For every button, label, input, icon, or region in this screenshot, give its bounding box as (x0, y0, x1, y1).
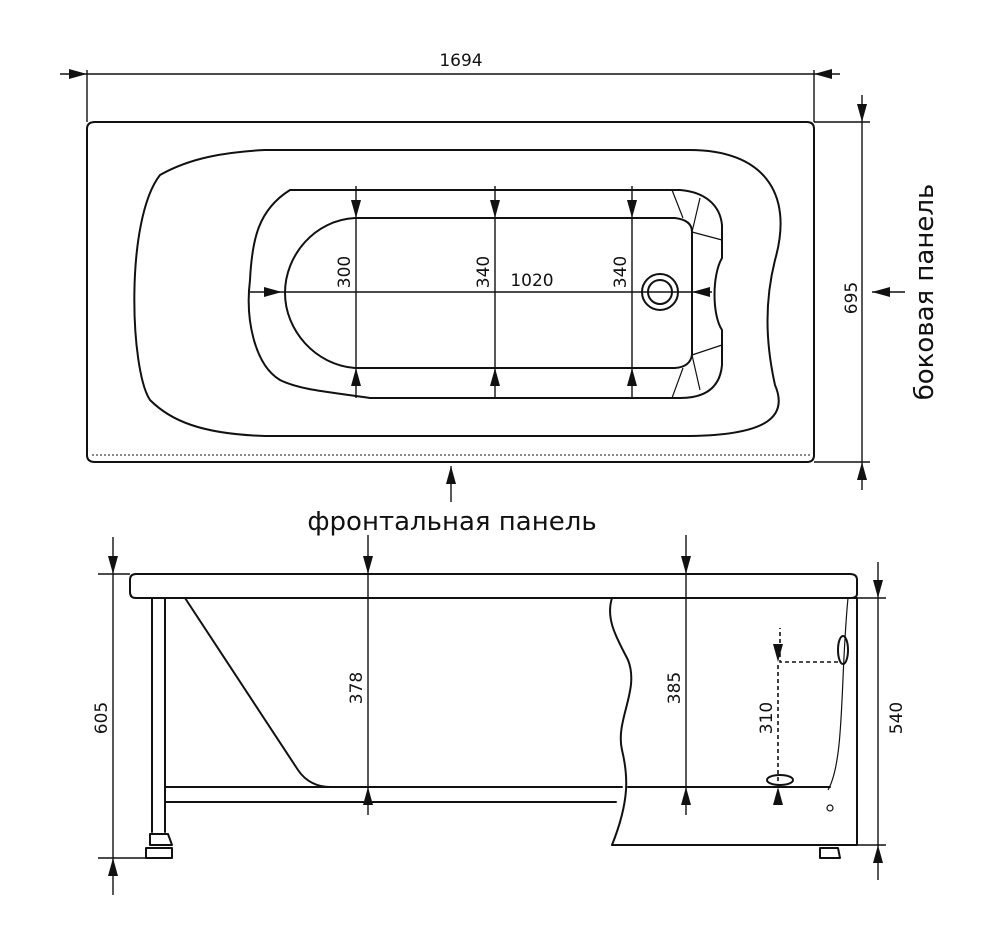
arrow-icon (108, 858, 118, 876)
arrow-icon (873, 580, 883, 598)
dim-depth-back: 378 (347, 672, 367, 704)
arrow-icon (873, 845, 883, 863)
drain-corner-facet-bottom (671, 344, 723, 399)
overflow-pipe (779, 628, 838, 663)
arrow-icon (857, 462, 867, 480)
dim-height-to-panel: 540 (887, 702, 907, 734)
arrow-icon (692, 287, 710, 297)
dim-overflow-height: 310 (757, 702, 777, 734)
arrow-icon (69, 69, 87, 79)
arrow-icon (857, 104, 867, 122)
tub-bottom-pad (284, 217, 693, 369)
overflow-fitting (837, 635, 849, 665)
tub-bowl-outline (133, 149, 782, 437)
dim-depth-front: 385 (665, 672, 685, 704)
arrow-icon (681, 556, 691, 574)
tub-bottom-outline (247, 189, 723, 399)
dim-overall-width: 695 (842, 282, 862, 314)
arrow-icon (351, 200, 361, 218)
arrow-icon (627, 200, 637, 218)
side-end-curve (827, 597, 849, 791)
drain-hole (826, 804, 834, 812)
side-body-right (611, 597, 858, 846)
arrow-icon (872, 287, 890, 297)
arrow-icon (814, 69, 832, 79)
arrow-icon (446, 466, 456, 484)
frame-foot-right (819, 847, 841, 859)
dim-width-back: 300 (335, 256, 355, 288)
dim-bottom-length: 1020 (510, 271, 553, 291)
dim-overall-length: 1694 (439, 51, 482, 71)
top-view: 1694 695 боковая панель 1020 300 340 340 (60, 51, 940, 537)
front-panel-label: фронтальная панель (307, 507, 596, 537)
arrow-icon (681, 787, 691, 805)
dim-total-height: 605 (92, 702, 112, 734)
drain-fitting (766, 774, 794, 786)
dim-width-drain: 340 (611, 256, 631, 288)
arrow-icon (773, 787, 783, 805)
side-view: 310 378 385 605 540 (92, 535, 907, 895)
dim-width-middle: 340 (474, 256, 494, 288)
arrow-icon (363, 787, 373, 805)
arrow-icon (627, 368, 637, 386)
side-break-line (609, 597, 633, 846)
side-rim-outline (129, 573, 858, 599)
drain-corner-facet-top (671, 189, 723, 241)
arrow-icon (773, 644, 783, 662)
arrow-icon (108, 556, 118, 574)
frame-leg-left-foot (149, 833, 173, 846)
side-panel-label: боковая панель (910, 184, 940, 401)
arrow-icon (490, 368, 500, 386)
side-bowl-slope (184, 597, 623, 788)
arrow-icon (264, 287, 282, 297)
frame-foot-left-pad (145, 847, 173, 859)
arrow-icon (363, 556, 373, 574)
arrow-icon (490, 200, 500, 218)
arrow-icon (351, 368, 361, 386)
tub-rim-outline (86, 121, 815, 463)
